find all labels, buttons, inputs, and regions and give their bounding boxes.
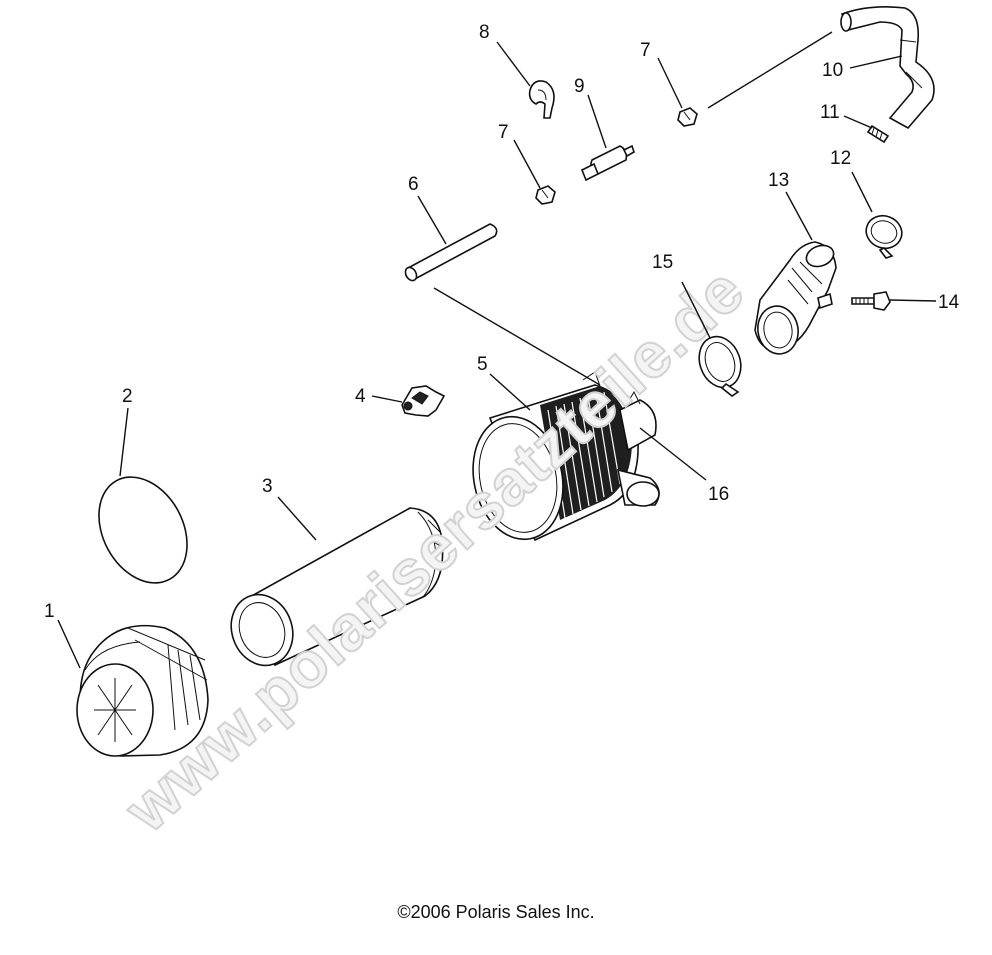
callout-6: 6 — [408, 174, 419, 195]
part-3-filter-element — [230, 507, 445, 667]
part-9-fitting — [580, 144, 635, 182]
callout-9: 9 — [574, 76, 585, 97]
part-14-bolt — [851, 291, 891, 311]
part-5-air-box — [472, 371, 660, 542]
part-7-hose-clip-upper — [677, 107, 698, 127]
callout-3: 3 — [262, 476, 273, 497]
part-1-end-cap — [76, 624, 209, 757]
leader-lines — [57, 31, 937, 669]
part-10-hose — [840, 6, 935, 130]
callout-16: 16 — [708, 484, 729, 505]
callout-11: 11 — [820, 102, 840, 123]
callout-14: 14 — [938, 292, 960, 313]
part-12-clamp-ring — [865, 214, 903, 259]
part-6-tube — [404, 223, 498, 282]
part-13-intake-boot — [754, 241, 837, 355]
callout-7-upper: 7 — [640, 40, 651, 61]
part-7-hose-clip-lower — [535, 185, 556, 205]
callout-7-lower: 7 — [498, 122, 509, 143]
part-4-clip — [401, 385, 446, 417]
callout-labels: 1 2 3 4 5 6 7 7 8 9 10 11 12 13 14 15 16 — [44, 22, 960, 622]
callout-1: 1 — [44, 601, 55, 622]
part-2-gasket — [98, 476, 188, 584]
callout-8: 8 — [479, 22, 490, 43]
callout-4: 4 — [355, 386, 366, 407]
callout-2: 2 — [122, 386, 133, 407]
callout-15: 15 — [652, 252, 673, 273]
part-11-screw — [866, 124, 890, 144]
part-8-clamp — [528, 80, 555, 119]
watermark-text: www.polarisersatzteile.de — [110, 253, 757, 846]
part-15-clamp-ring — [698, 335, 742, 397]
callout-13: 13 — [768, 170, 789, 191]
callout-12: 12 — [830, 148, 851, 169]
callout-5: 5 — [477, 354, 488, 375]
callout-10: 10 — [822, 60, 843, 81]
copyright-notice: ©2006 Polaris Sales Inc. — [397, 902, 595, 922]
